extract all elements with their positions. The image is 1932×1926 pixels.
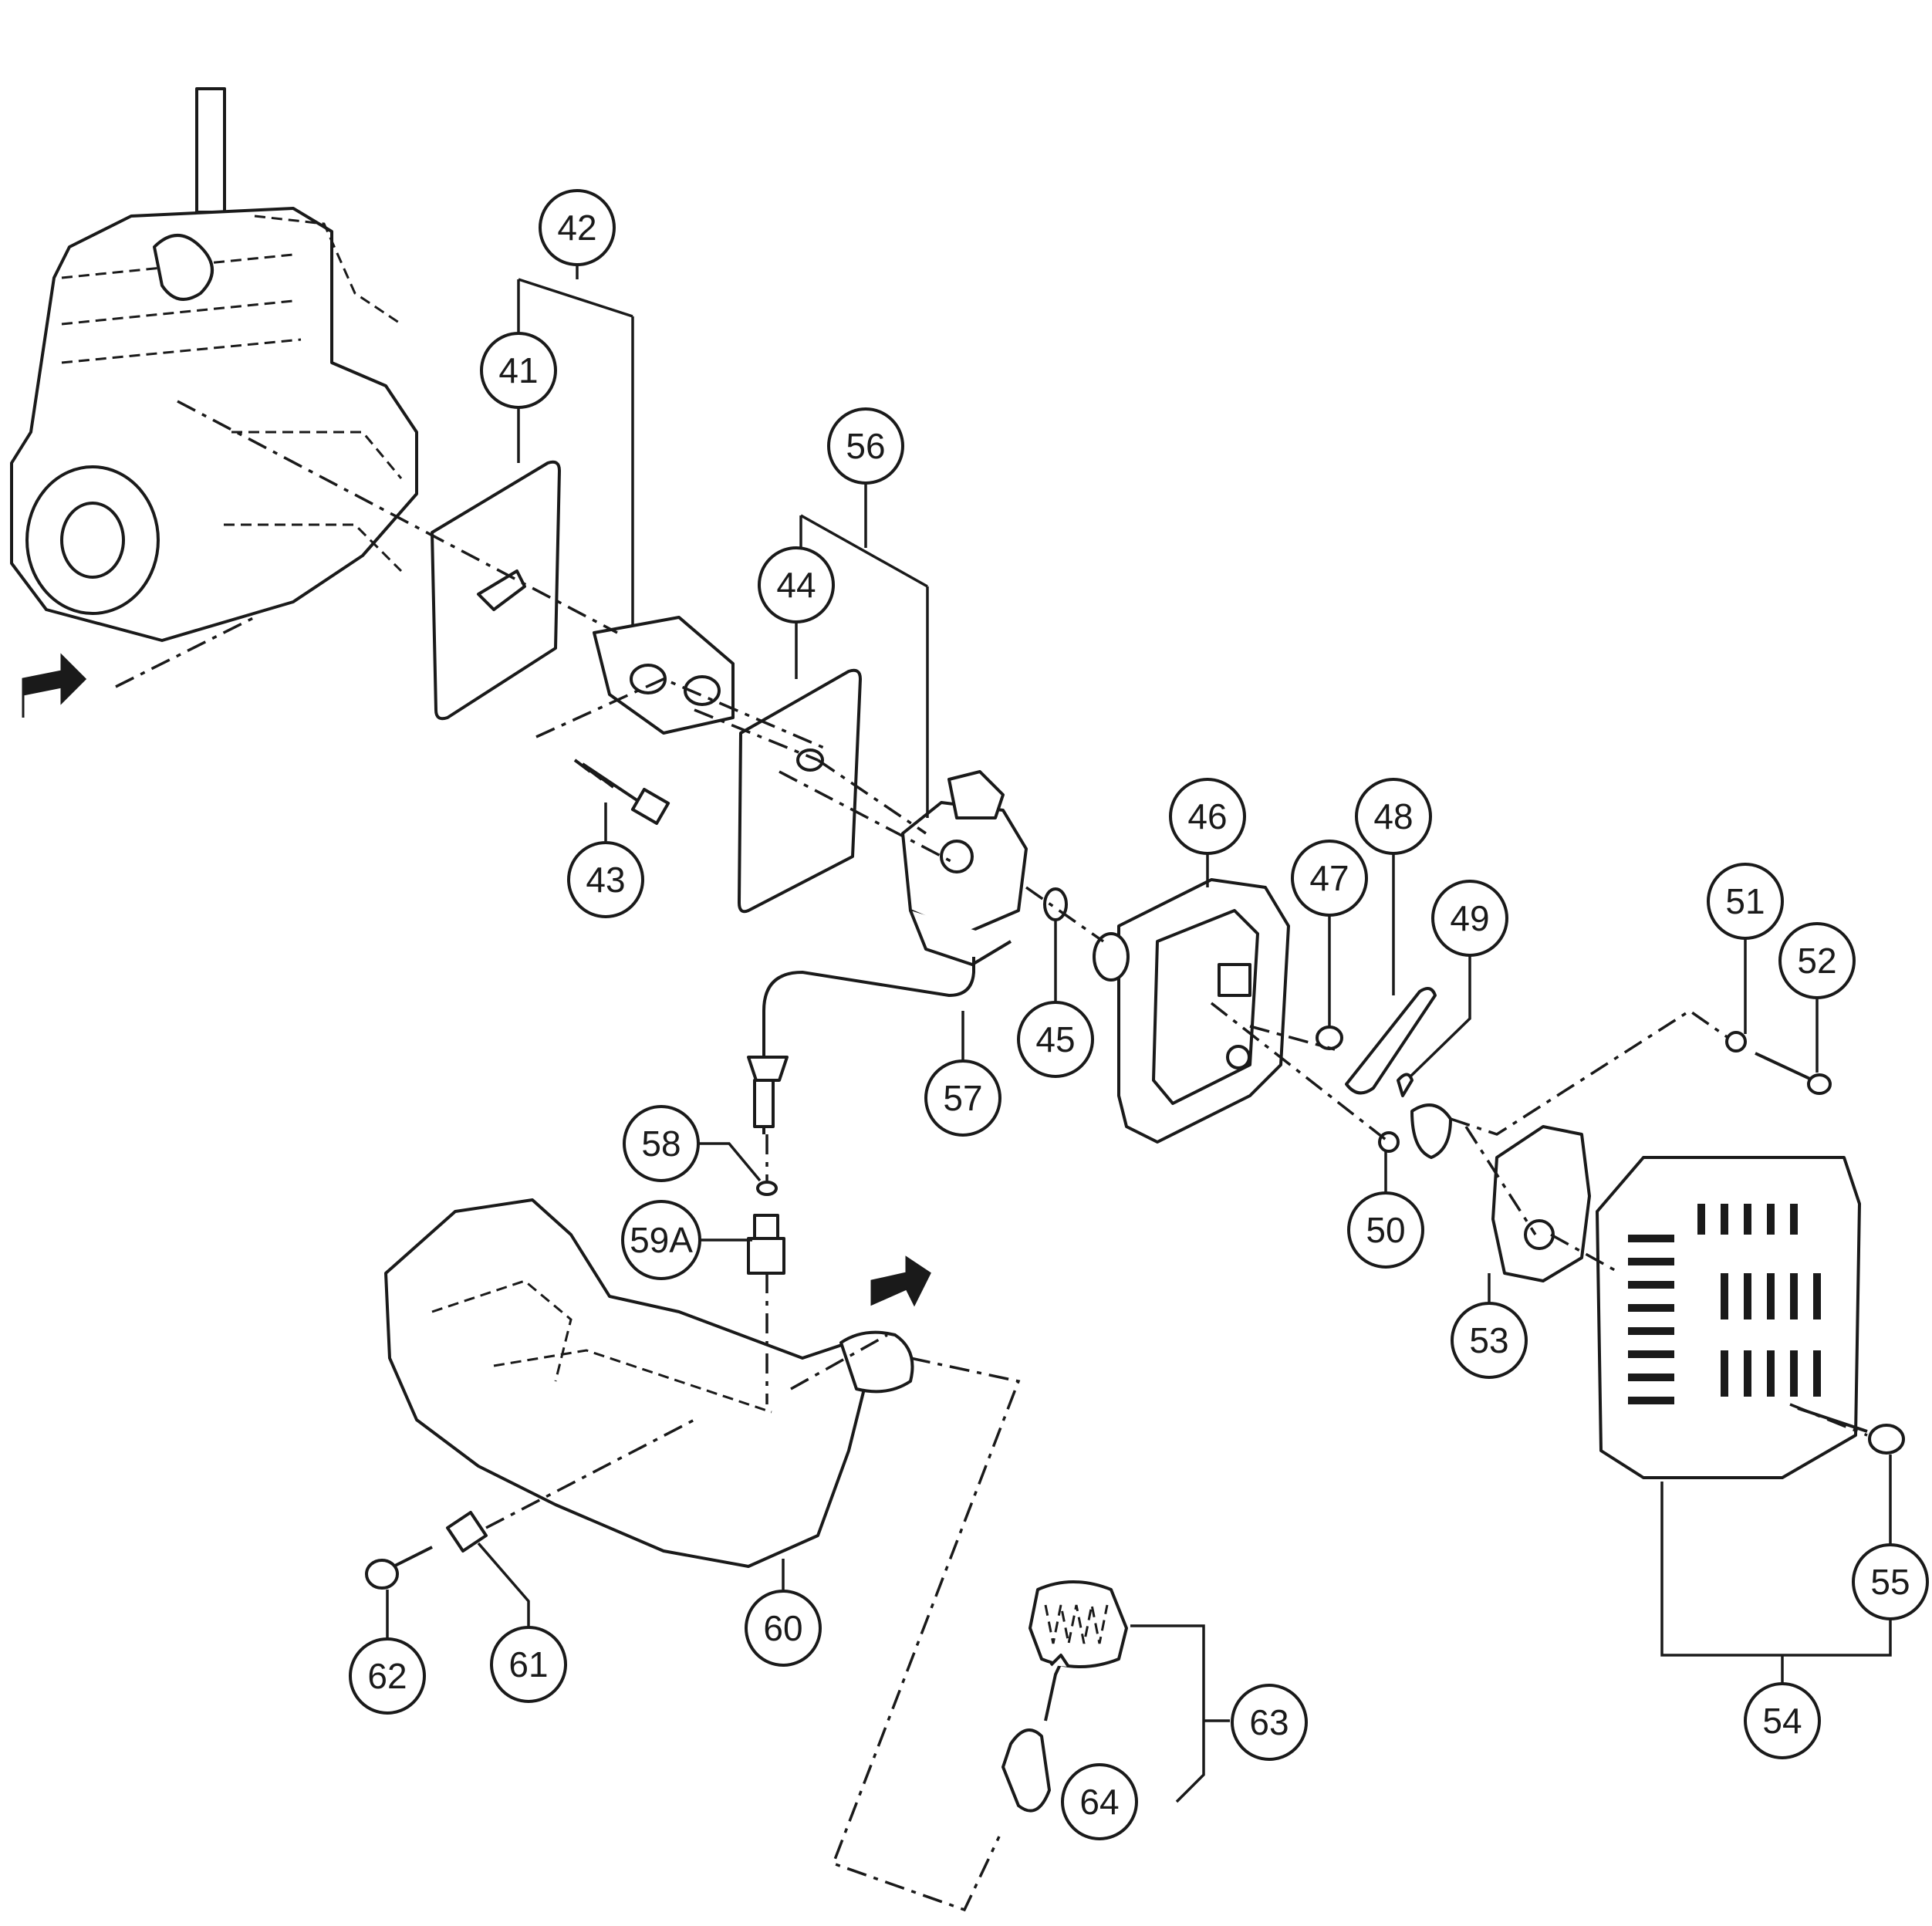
svg-text:60: 60: [763, 1608, 802, 1648]
svg-text:62: 62: [367, 1656, 407, 1696]
arrow-left-icon: [22, 653, 87, 718]
collar-47: [1316, 1026, 1343, 1050]
callout-56: 56: [827, 407, 904, 485]
callout-53: 53: [1451, 1302, 1528, 1379]
o-ring-45: [1043, 887, 1068, 921]
svg-text:57: 57: [943, 1078, 982, 1118]
gasket-41: [431, 460, 561, 721]
screw-52: [1755, 1052, 1832, 1095]
callout-49: 49: [1431, 880, 1508, 957]
fuel-pipe-57: [747, 957, 975, 1134]
svg-text:56: 56: [846, 426, 885, 466]
callout-58: 58: [623, 1105, 700, 1182]
svg-text:45: 45: [1035, 1019, 1075, 1059]
svg-text:64: 64: [1079, 1782, 1119, 1822]
leader-lines: [386, 262, 1892, 1803]
callout-45: 45: [1017, 1001, 1094, 1078]
svg-text:41: 41: [498, 350, 538, 390]
svg-text:43: 43: [586, 860, 625, 900]
air-cleaner-case-46: [1093, 878, 1290, 1144]
engine-block: [10, 87, 418, 642]
assembly-lines: [115, 400, 1868, 1912]
callout-43: 43: [567, 841, 644, 918]
callout-50: 50: [1347, 1191, 1424, 1269]
callout-52: 52: [1778, 922, 1856, 999]
svg-text:61: 61: [508, 1644, 548, 1684]
callout-64: 64: [1061, 1763, 1138, 1840]
fitting-59A: [747, 1214, 785, 1275]
fitting-61: [446, 1511, 488, 1553]
bolt-43: [573, 759, 670, 825]
gasket-44: [738, 668, 862, 914]
svg-text:55: 55: [1870, 1562, 1910, 1602]
svg-text:59A: 59A: [630, 1220, 693, 1260]
svg-text:54: 54: [1762, 1701, 1802, 1741]
svg-text:53: 53: [1469, 1320, 1508, 1360]
callout-51: 51: [1707, 863, 1784, 940]
screw-55: [1797, 1407, 1905, 1455]
washer-51: [1725, 1031, 1747, 1053]
lever-48: [1345, 987, 1437, 1095]
o-ring-58: [756, 1181, 778, 1196]
insulator-42: [593, 616, 735, 735]
carburetor-56: [901, 770, 1028, 966]
callout-46: 46: [1169, 778, 1246, 855]
callout-63: 63: [1231, 1684, 1308, 1761]
svg-text:63: 63: [1249, 1702, 1289, 1742]
svg-text:42: 42: [557, 208, 596, 248]
svg-text:44: 44: [776, 565, 816, 605]
svg-text:58: 58: [641, 1124, 681, 1164]
callout-59A: 59A: [621, 1200, 701, 1280]
svg-text:49: 49: [1450, 898, 1489, 938]
callout-62: 62: [349, 1637, 426, 1715]
callout-61: 61: [490, 1626, 567, 1703]
callout-42: 42: [539, 189, 616, 266]
cover-grille: [1628, 1204, 1821, 1404]
svg-text:52: 52: [1797, 941, 1836, 981]
element-50: [1410, 1103, 1452, 1159]
fuel-tank-60: [384, 1198, 914, 1568]
filter-element-53: [1491, 1125, 1591, 1282]
bolt-62: [365, 1546, 433, 1590]
fuel-filter-64: [1001, 1654, 1070, 1813]
svg-text:46: 46: [1187, 796, 1227, 836]
air-cleaner-cover-54: [1596, 1156, 1861, 1479]
callout-55: 55: [1852, 1543, 1929, 1620]
svg-text:48: 48: [1373, 796, 1413, 836]
spring-49: [1397, 1073, 1414, 1097]
svg-text:51: 51: [1725, 881, 1765, 921]
arrow-right-icon: [870, 1255, 931, 1307]
svg-text:47: 47: [1309, 858, 1349, 898]
callout-60: 60: [745, 1590, 822, 1667]
svg-text:50: 50: [1366, 1210, 1405, 1250]
callout-57: 57: [924, 1059, 1001, 1137]
callout-48: 48: [1355, 778, 1432, 855]
fuel-cap-63: [1028, 1580, 1128, 1668]
callout-41: 41: [480, 332, 557, 409]
callout-54: 54: [1744, 1682, 1821, 1759]
callout-44: 44: [758, 546, 835, 623]
callout-47: 47: [1291, 840, 1368, 917]
